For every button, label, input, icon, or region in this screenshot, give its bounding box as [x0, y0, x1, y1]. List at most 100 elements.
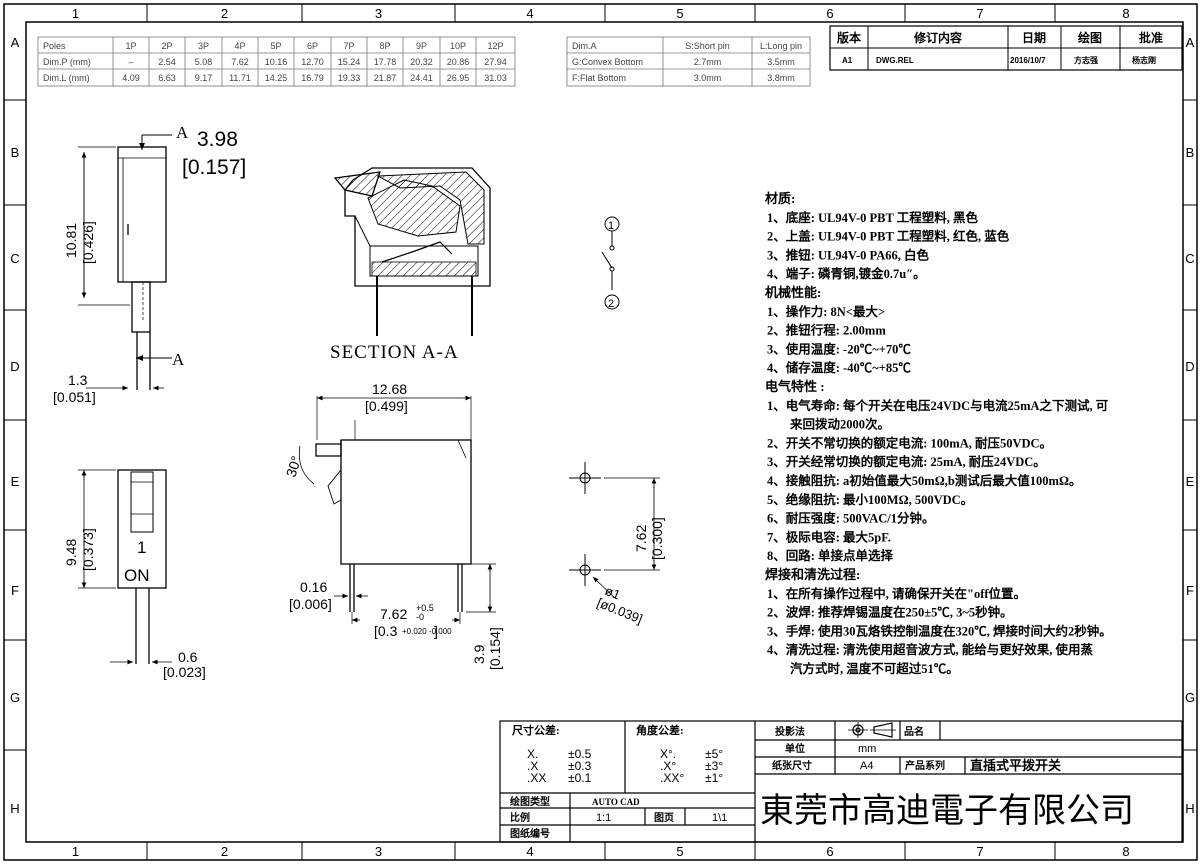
actuator-number: 1 [137, 538, 146, 557]
spec-section-header: 焊接和清洗过程: [765, 567, 860, 582]
unit-label: 单位 [785, 742, 805, 755]
angle-grade: X°. [660, 747, 676, 761]
unit-value: mm [858, 743, 876, 755]
dim-top-width-inch: [0.157] [182, 156, 246, 179]
poles-table-cell: 4P [234, 41, 245, 51]
dim-front-width: 12.68 [372, 381, 407, 397]
frame-col-bottom: 2 [221, 844, 228, 859]
dim-pitch-tol-down: -0 [416, 612, 424, 622]
section-label: SECTION A-A [330, 342, 459, 363]
spec-section-header: 电气特性 : [765, 379, 825, 394]
dim-pitch-inch: [0.3 [374, 623, 398, 639]
top-view-labels: 1 ON 9.48 [0.373] 0.6 [0.023] [63, 528, 206, 680]
spec-line: 2、推钮行程: 2.00mm [767, 323, 886, 338]
rev-header-version: 版本 [837, 30, 861, 45]
page-label: 图页 [654, 812, 674, 824]
product-name-label: 品名 [904, 725, 924, 738]
poles-table-cell: 20.32 [410, 57, 433, 67]
frame-col-top: 5 [676, 6, 683, 21]
poles-table-cell: 31.03 [484, 73, 507, 83]
series-value: 直插式平拨开关 [970, 758, 1061, 773]
dim-lead-thickness: 0.16 [300, 579, 327, 595]
dim-top-height: 9.48 [63, 539, 79, 566]
spec-line: 5、绝缘阻抗: 最小100MΩ, 500VDC。 [767, 492, 973, 507]
section-arrow-label-top: A [176, 123, 189, 142]
tolerance-grade: .XX [527, 771, 546, 785]
angle-value: ±1° [705, 771, 723, 785]
title-block-text: 尺寸公差: 角度公差: X.±0.5.X±0.3.XX±0.1X°.±5°.X°… [510, 723, 1134, 840]
dim-side-height: 10.81 [63, 223, 79, 258]
tolerance-value: ±0.1 [568, 771, 592, 785]
rev-content: DWG.REL [876, 56, 914, 65]
tolerance-value: ±0.5 [568, 747, 592, 761]
projection-label: 投影法 [775, 725, 805, 738]
frame-col-top: 8 [1122, 6, 1129, 21]
poles-table-cell: 27.94 [484, 57, 507, 67]
front-view-labels: 12.68 [0.499] 30° 0.16 [0.006] 7.62 +0.5… [283, 381, 503, 670]
frame-row-left: E [11, 474, 20, 489]
rev-header-approved: 批准 [1139, 30, 1163, 45]
dim-pin-length-inch: [0.154] [487, 627, 503, 670]
dim-btm-pin: 0.6 [178, 649, 198, 665]
rev-drawn: 方志强 [1074, 55, 1098, 65]
rev-date: 2016/10/7 [1010, 56, 1046, 65]
frame-row-right: B [1186, 145, 1195, 160]
dim-hole-pitch-inch: [0.300] [649, 517, 665, 560]
angle-grade: .XX° [660, 771, 684, 785]
spec-line: 1、在所有操作过程中, 请确保开关在"off位置。 [767, 586, 1026, 601]
scale-label: 比例 [510, 811, 530, 824]
frame-row-left: B [11, 145, 20, 160]
poles-table-cell: 7.62 [231, 57, 249, 67]
pin-table-cell: Dim.A [572, 41, 597, 51]
rev-version: A1 [842, 56, 853, 65]
spec-line: 8、回路: 单接点单选择 [767, 548, 894, 563]
pcb-hole-pattern [569, 462, 660, 599]
spec-line: 2、开关不常切换的额定电流: 100mA, 耐压50VDC。 [767, 435, 1052, 450]
frame-col-bottom: 5 [676, 844, 683, 859]
dim-btm-pin-inch: [0.023] [163, 664, 206, 680]
dim-side-height-inch: [0.426] [80, 221, 96, 264]
spec-line: 3、手焊: 使用30瓦烙铁控制温度在320℃, 焊接时间大约2秒钟。 [767, 623, 1112, 638]
poles-table-cell: 8P [379, 41, 390, 51]
spec-line: 2、波焊: 推荐焊锡温度在250±5℃, 3~5秒钟。 [767, 605, 1013, 620]
poles-table-cell: 17.78 [374, 57, 397, 67]
poles-table-cell: 6P [307, 41, 318, 51]
frame-col-top: 1 [72, 6, 79, 21]
dim-pin-width: 1.3 [68, 372, 88, 388]
spec-line: 来回拨动2000次。 [789, 417, 890, 432]
frame-row-right: D [1185, 359, 1194, 374]
poles-table-cell: 9.17 [195, 73, 213, 83]
spec-line: 3、使用温度: -20℃~+70℃ [767, 341, 911, 356]
frame-col-bottom: 4 [526, 844, 533, 859]
title-block [499, 720, 1183, 843]
poles-table-cell: 20.86 [447, 57, 470, 67]
spec-line: 4、清洗过程: 清洗使用超音波方式, 能给与更好效果, 使用蒸 [767, 642, 1094, 657]
frame-row-right: F [1186, 583, 1194, 598]
angle-grade: .X° [660, 759, 676, 773]
pin-table-cell: L:Long pin [760, 41, 802, 51]
angle-value: ±5° [705, 747, 723, 761]
frame-row-left: H [10, 801, 19, 816]
front-view [298, 395, 496, 624]
spec-line: 1、电气寿命: 每个开关在电压24VDC与电流25mA之下测试, 可 [767, 398, 1109, 413]
rev-header-date: 日期 [1022, 30, 1046, 45]
dim-top-height-inch: [0.373] [80, 528, 96, 571]
spec-line: 汽方式时, 温度不可超过51℃。 [790, 661, 959, 676]
tolerance-header: 尺寸公差: [512, 723, 560, 737]
spec-line: 4、接触阻抗: a初始值最大50mΩ,b测试后最大值100mΩ。 [767, 473, 1081, 488]
angle-value: ±3° [705, 759, 723, 773]
poles-table-cell: Poles [43, 41, 66, 51]
dim-pin-width-inch: [0.051] [53, 389, 96, 405]
spec-line: 6、耐压强度: 500VAC/1分钟。 [767, 511, 934, 526]
spec-line: 1、操作力: 8N<最大> [767, 304, 885, 319]
poles-table-cell: 10.16 [265, 57, 288, 67]
poles-table-cell: Dim.P (mm) [43, 57, 91, 67]
poles-table-cell: 10P [450, 41, 466, 51]
dim-pitch-inch-end: ] [434, 623, 438, 639]
frame-col-bottom: 7 [976, 844, 983, 859]
spec-line: 7、极际电容: 最大5pF. [767, 529, 891, 544]
spec-line: 3、开关经常切换的额定电流: 25mA, 耐压24VDC。 [767, 454, 1046, 469]
